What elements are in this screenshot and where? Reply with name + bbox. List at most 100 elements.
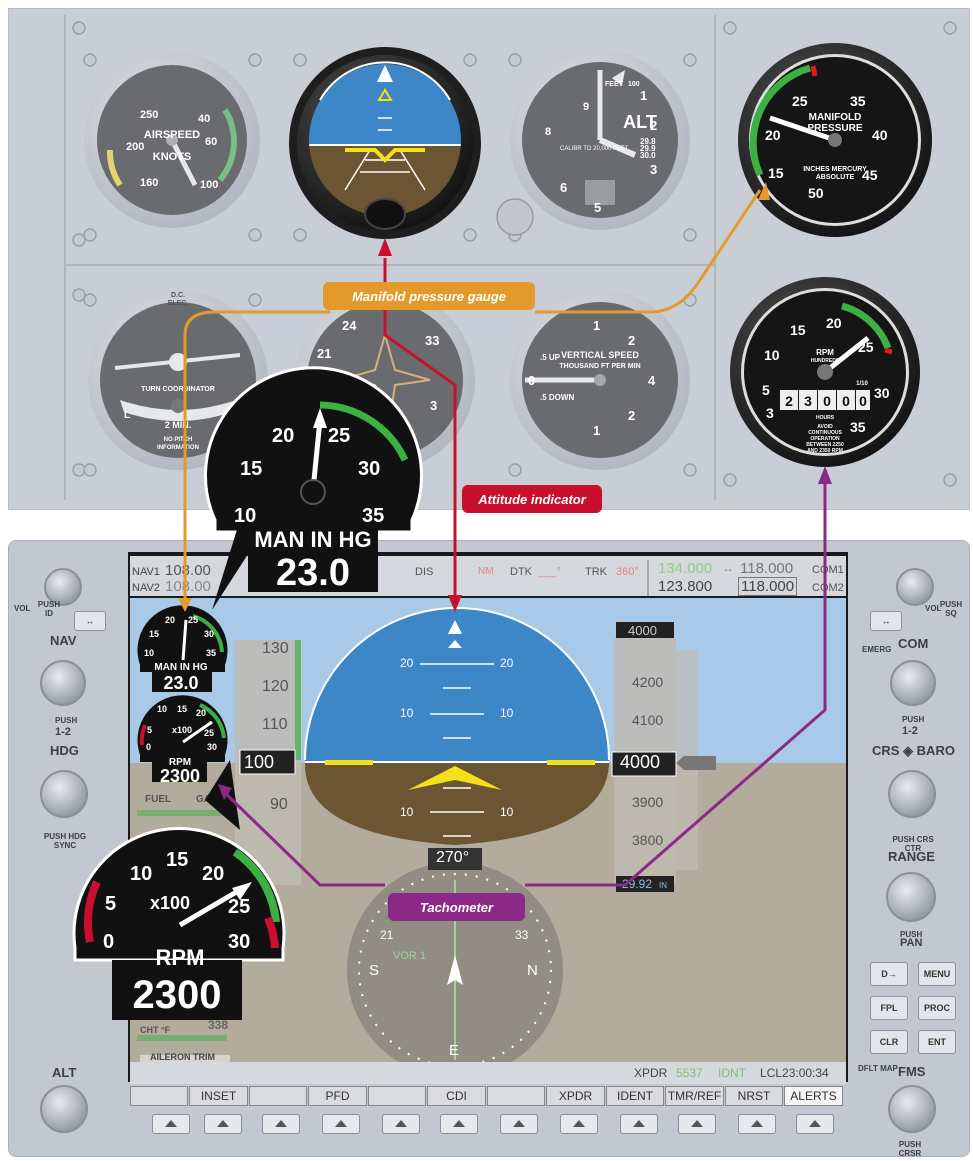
softkey-button-1[interactable] (152, 1114, 190, 1134)
big-tach-tick-5: 5 (105, 893, 116, 915)
nav-source[interactable]: VOR 1 (393, 950, 427, 962)
alt-knob[interactable] (40, 1085, 88, 1133)
softkey-tmr-ref[interactable]: TMR/REF (665, 1086, 724, 1106)
softkey-alerts[interactable]: ALERTS (784, 1086, 843, 1106)
small-map-value: 23.0 (163, 673, 198, 693)
direct-to-key[interactable]: D→ (870, 962, 908, 986)
com-swap-button[interactable]: ↔ (870, 611, 902, 631)
softkey-button-11[interactable] (738, 1114, 776, 1134)
alt-tape-4100: 4100 (632, 712, 664, 728)
hdg-knob[interactable] (40, 770, 88, 818)
com-volume-knob[interactable] (896, 568, 934, 606)
tc-left: L (124, 410, 130, 421)
com1-active[interactable]: 134.000 (658, 560, 713, 577)
big-tach-value: 2300 (133, 973, 222, 1017)
softkey-3[interactable] (249, 1086, 307, 1106)
big-tach-tick-25: 25 (228, 896, 250, 918)
com2-standby[interactable]: 118.000 (738, 577, 798, 596)
softkey-pfd[interactable]: PFD (308, 1086, 367, 1106)
range-joystick[interactable] (886, 872, 936, 922)
vsi-tick-1-low: 1 (593, 423, 600, 438)
fpl-key[interactable]: FPL (870, 996, 908, 1020)
nav-volume-knob[interactable] (44, 568, 82, 606)
softkey-button-9[interactable] (620, 1114, 658, 1134)
softkey-xpdr[interactable]: XPDR (546, 1086, 605, 1106)
small-tach-value: 2300 (160, 766, 200, 786)
small-tach-tick-30: 30 (207, 742, 217, 752)
menu-key[interactable]: MENU (918, 962, 956, 986)
tc-information: INFORMATION (157, 445, 199, 451)
nav1-freq[interactable]: 108.00 (165, 562, 211, 579)
tach-label-rpm: RPM (816, 348, 834, 357)
cht-label: CHT °F (140, 1025, 171, 1035)
softkey-button-3[interactable] (262, 1114, 300, 1134)
softkey-nrst[interactable]: NRST (725, 1086, 783, 1106)
softkey-button-4[interactable] (322, 1114, 360, 1134)
alt-tape-3800: 3800 (632, 832, 664, 848)
ent-key[interactable]: ENT (918, 1030, 956, 1054)
clr-key[interactable]: CLR (870, 1030, 908, 1054)
alt-kollsman-1: 29.8 (640, 137, 656, 146)
manifold-callout-label: Manifold pressure gauge (323, 282, 535, 310)
big-map-tick-15: 15 (240, 458, 262, 480)
pitch-label-20-left: 20 (400, 656, 414, 670)
hdg-tick-24: 24 (342, 318, 357, 333)
softkey-button-6[interactable] (440, 1114, 478, 1134)
trk-value: 360° (616, 566, 639, 578)
crs-baro-label: CRS ◈ BARO (872, 743, 955, 758)
pan-push-label: PUSH (900, 930, 923, 939)
softkey-1[interactable] (130, 1086, 188, 1106)
softkey-7[interactable] (487, 1086, 545, 1106)
nav-tuning-knob[interactable] (40, 660, 86, 706)
com1-swap[interactable]: ↔ (722, 561, 734, 575)
asi-tick-200: 200 (126, 141, 144, 153)
baro-unit: IN (659, 881, 667, 890)
vsi-tick-4: 4 (648, 373, 656, 388)
tach-label-hundreds: HUNDREDS (811, 358, 840, 364)
com1-standby[interactable]: 118.000 (740, 560, 794, 577)
softkey-button-2[interactable] (204, 1114, 242, 1134)
xpdr-code: 5537 (676, 1066, 703, 1080)
nav2-freq[interactable]: 108.00 (165, 578, 211, 595)
map-label-pressure: PRESSURE (807, 123, 862, 134)
tc-label-elec: ELEC. (168, 300, 189, 307)
tachometer-callout-label: Tachometer (388, 893, 525, 921)
softkey-button-8[interactable] (560, 1114, 598, 1134)
tach-tick-3: 3 (766, 405, 774, 421)
com2-active[interactable]: 123.800 (658, 578, 713, 595)
map-tick-40: 40 (872, 127, 888, 143)
softkey-cdi[interactable]: CDI (427, 1086, 486, 1106)
tach-avoid-2: CONTINUOUS (808, 430, 842, 436)
softkey-button-10[interactable] (678, 1114, 716, 1134)
alt-tape-3900: 3900 (632, 794, 664, 810)
altimeter-knob (496, 198, 534, 236)
hdg-tick-33: 33 (425, 333, 439, 348)
small-map-tick-20: 20 (165, 615, 175, 625)
softkey-ident[interactable]: IDENT (606, 1086, 664, 1106)
tach-avoid-5: AND 2350 RPM (807, 448, 843, 454)
push-crs-ctr-label: PUSH CRS CTR (892, 835, 934, 853)
softkey-button-5[interactable] (382, 1114, 420, 1134)
softkey-inset[interactable]: INSET (189, 1086, 248, 1106)
selected-altitude[interactable]: 4000 (628, 623, 657, 638)
hdg-label: HDG (50, 743, 79, 758)
alt-calibr-note: CALIBR TO 20,000 FEET (560, 146, 629, 152)
proc-key[interactable]: PROC (918, 996, 956, 1020)
map-tick-35: 35 (850, 93, 866, 109)
softkey-5[interactable] (368, 1086, 426, 1106)
vsi-tick-2-low: 2 (628, 408, 635, 423)
softkey-button-12[interactable] (796, 1114, 834, 1134)
big-map-label: MAN IN HG (254, 527, 371, 552)
com-tuning-knob[interactable] (890, 660, 936, 706)
hdg-tick-21: 21 (317, 346, 331, 361)
local-time: LCL23:00:34 (760, 1066, 829, 1080)
crs-baro-knob[interactable] (888, 770, 936, 818)
fms-knob[interactable] (888, 1085, 936, 1133)
softkey-button-7[interactable] (500, 1114, 538, 1134)
tc-no-pitch: NO PITCH (164, 437, 193, 443)
tach-tick-20: 20 (826, 315, 842, 331)
pitch-label-10-left: 10 (400, 706, 414, 720)
nav-swap-button[interactable]: ↔ (74, 611, 106, 631)
small-tach-tick-10: 10 (157, 704, 167, 714)
vsi-tick-0: 0 (528, 373, 535, 388)
